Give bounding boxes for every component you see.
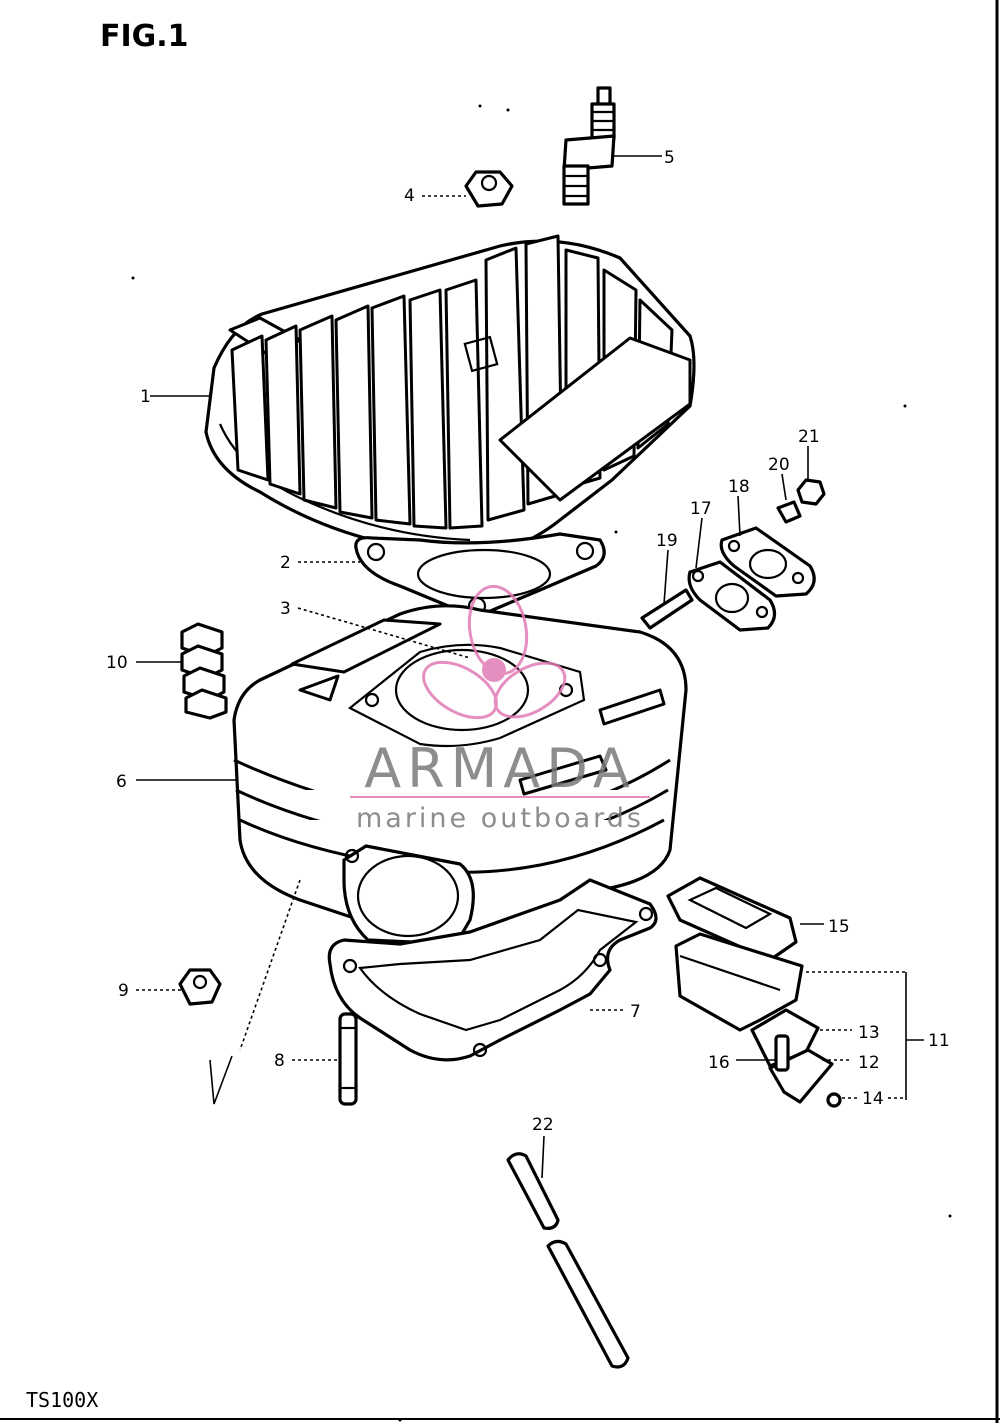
callout-13: 13: [858, 1023, 880, 1043]
callout-1: 1: [140, 387, 151, 407]
callout-labels: 1 2 3 4 5 6 7 8 9 10 11 12 13 14 15 16 1…: [106, 148, 950, 1135]
reed-screw: [826, 1092, 842, 1108]
reed-valve-body: [674, 932, 804, 1032]
head-gasket: [354, 532, 606, 618]
callout-19: 19: [656, 531, 678, 551]
callout-10: 10: [106, 653, 128, 673]
lock-washer: [776, 500, 802, 524]
propeller-icon: [422, 584, 567, 720]
callout-17: 17: [690, 499, 712, 519]
intake-nut: [796, 478, 826, 506]
callout-18: 18: [728, 477, 750, 497]
cylinder-base-gasket: [327, 878, 658, 1062]
watermark: ARMADA marine outboards: [350, 584, 650, 834]
base-stud: [338, 1012, 358, 1106]
watermark-tagline: marine outboards: [356, 803, 644, 834]
leader-lines: [136, 155, 924, 1179]
callout-20: 20: [768, 455, 790, 475]
callout-7: 7: [630, 1002, 641, 1022]
spark-plug: [562, 86, 616, 206]
reed-valve-cover: [666, 876, 798, 962]
callout-15: 15: [828, 917, 850, 937]
intake-gasket: [687, 560, 777, 632]
intake-stud: [640, 588, 694, 630]
callout-11: 11: [928, 1031, 950, 1051]
callout-14: 14: [862, 1089, 884, 1109]
figure-title: FIG.1: [100, 19, 189, 54]
callout-2: 2: [280, 553, 291, 573]
callout-5: 5: [664, 148, 675, 168]
base-nut: [178, 968, 222, 1006]
reed-screw-stud: [774, 1034, 790, 1072]
scan-specks: [131, 104, 952, 1422]
cylinder-head-nut: [464, 170, 514, 208]
cylinder-block: [232, 604, 688, 954]
callout-12: 12: [858, 1053, 880, 1073]
watermark-brand: ARMADA: [364, 737, 636, 800]
model-code: TS100X: [26, 1388, 98, 1412]
cap-stack: [180, 622, 228, 720]
callout-22: 22: [532, 1115, 554, 1135]
callout-16: 16: [708, 1053, 730, 1073]
callout-21: 21: [798, 427, 820, 447]
cylinder-head: [204, 234, 696, 558]
callout-4: 4: [404, 186, 415, 206]
callout-3: 3: [280, 599, 291, 619]
callout-6: 6: [116, 772, 127, 792]
callout-9: 9: [118, 981, 129, 1001]
breather-hose: [506, 1152, 630, 1369]
callout-8: 8: [274, 1051, 285, 1071]
intake-spacer: [719, 526, 816, 598]
